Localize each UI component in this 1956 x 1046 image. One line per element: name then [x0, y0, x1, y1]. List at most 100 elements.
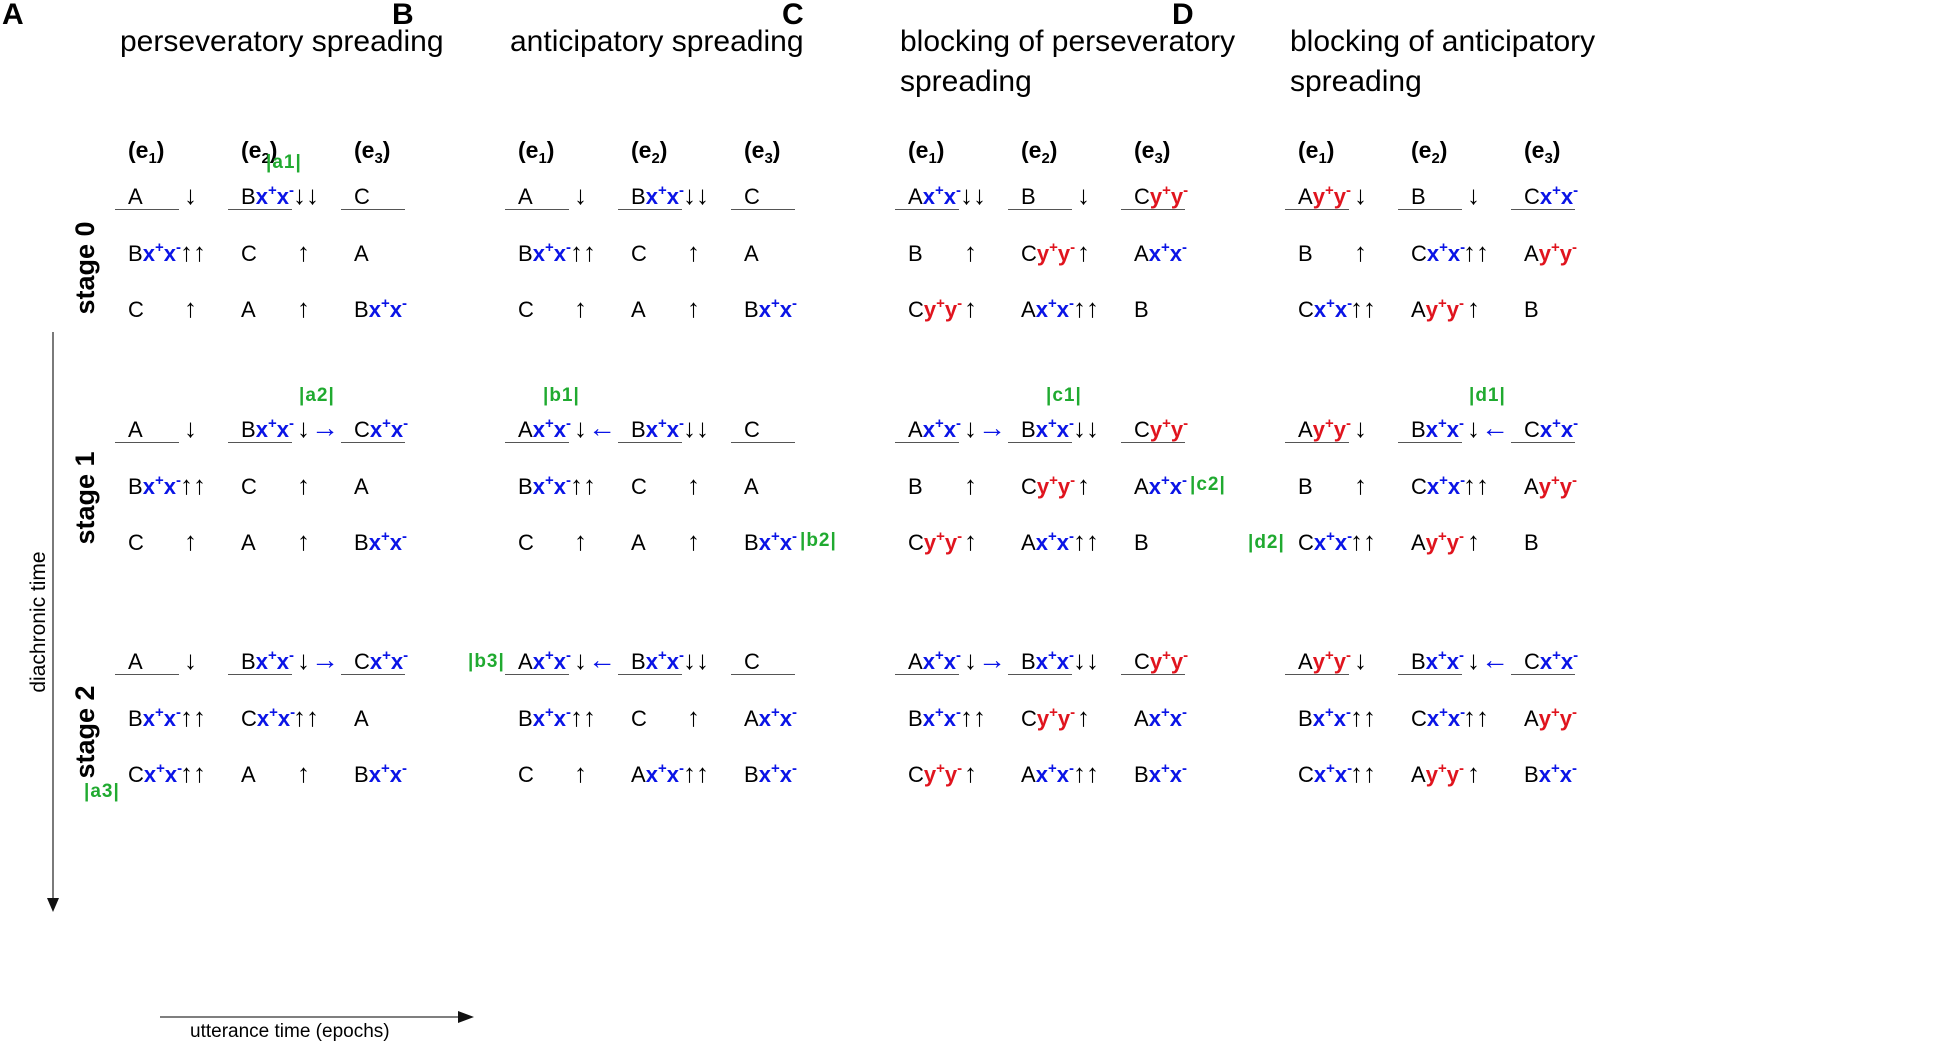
underline [895, 674, 959, 675]
segment-letter: B [1021, 417, 1036, 442]
underline [1008, 442, 1072, 443]
panel-label: B [392, 0, 414, 31]
segment: Ax+x- [744, 705, 797, 731]
segment-letter: A [354, 241, 369, 266]
constraint-arrow: ↑ [687, 237, 700, 267]
constraint-arrow: ↓→ [297, 412, 339, 443]
underline [731, 674, 795, 675]
segment-letter: A [1021, 762, 1036, 787]
segment-letter: A [128, 649, 143, 674]
segment: B [1298, 475, 1313, 499]
segment: Cy+y- [1021, 473, 1075, 499]
segment-letter: B [1021, 184, 1036, 209]
underline [115, 674, 179, 675]
underline [505, 674, 569, 675]
segment-letter: C [1524, 184, 1540, 209]
segment: Ay+y- [1298, 648, 1351, 674]
segment-letter: B [1411, 417, 1426, 442]
constraint-arrow: ↑ [297, 237, 310, 267]
x-feature: x+x- [1035, 760, 1074, 787]
segment: Bx+x- [744, 761, 797, 787]
x-feature: x+x- [645, 182, 684, 209]
underline [618, 209, 682, 210]
underline [1398, 674, 1462, 675]
segment: B [1524, 531, 1539, 555]
segment-letter: A [631, 297, 646, 322]
segment: Ax+x- [908, 183, 961, 209]
segment-letter: A [908, 649, 923, 674]
x-feature: x+x- [142, 472, 181, 499]
segment: Ay+y- [1298, 416, 1351, 442]
y-feature: y+y- [1425, 760, 1464, 787]
segment: B [908, 475, 923, 499]
spread-arrow: → [311, 412, 339, 443]
segment: B [1021, 185, 1036, 209]
constraint-arrow: ↑ [184, 293, 197, 323]
segment-letter: B [1411, 184, 1426, 209]
segment-letter: A [1298, 184, 1313, 209]
segment: Cy+y- [1134, 416, 1188, 442]
constraint-arrow: ↑ [687, 470, 700, 500]
segment: Bx+x- [631, 416, 684, 442]
segment-letter: C [128, 530, 144, 555]
constraint-arrow: ↑↑ [1073, 526, 1099, 556]
constraint-arrow: ↑ [964, 293, 977, 323]
underline [731, 209, 795, 210]
annotation-label: |d2| [1248, 532, 1285, 553]
annotation-label: |c2| [1190, 474, 1226, 495]
segment-letter: B [631, 649, 646, 674]
segment: Cx+x- [1411, 473, 1465, 499]
segment: Cx+x- [1524, 183, 1578, 209]
constraint-arrow: ↑ [1077, 702, 1090, 732]
segment-letter: B [631, 184, 646, 209]
y-feature: y+y- [923, 528, 963, 555]
segment-letter: B [128, 706, 143, 731]
constraint-arrow: ↑↑ [180, 758, 206, 788]
constraint-arrow: ↑↑ [960, 702, 986, 732]
x-feature: x+x- [369, 415, 409, 442]
segment: Ay+y- [1524, 240, 1577, 266]
y-feature: y+y- [1425, 528, 1464, 555]
diachronic-axis-head [47, 898, 59, 912]
segment: B [1134, 298, 1149, 322]
segment: B [908, 242, 923, 266]
segment-letter: C [1524, 649, 1540, 674]
segment: C [744, 418, 760, 442]
underline [228, 674, 292, 675]
constraint-arrow: ↑ [297, 470, 310, 500]
segment: Cx+x- [241, 705, 295, 731]
constraint-arrow: ↑↑ [180, 702, 206, 732]
segment: Ay+y- [1298, 183, 1351, 209]
segment: Cx+x- [1411, 705, 1465, 731]
segment-letter: B [631, 417, 646, 442]
x-feature: x+x- [1313, 528, 1353, 555]
segment: B [1134, 531, 1149, 555]
segment-letter: A [1134, 706, 1149, 731]
x-feature: x+x- [1035, 528, 1074, 555]
y-feature: y+y- [923, 295, 963, 322]
segment: A [241, 531, 256, 555]
segment-letter: B [1524, 530, 1539, 555]
segment-letter: B [1411, 649, 1426, 674]
segment: A [128, 185, 143, 209]
segment-letter: C [354, 649, 370, 674]
constraint-arrow: ↑↑ [1073, 293, 1099, 323]
segment-letter: C [241, 706, 257, 731]
segment-letter: B [128, 241, 143, 266]
segment-letter: A [744, 474, 759, 499]
segment: Cx+x- [354, 415, 409, 442]
underline [228, 442, 292, 443]
segment: C [631, 475, 647, 499]
segment-letter: A [1411, 530, 1426, 555]
segment-letter: C [744, 184, 760, 209]
y-feature: y+y- [923, 760, 963, 787]
y-feature: y+y- [1538, 704, 1577, 731]
constraint-arrow: ↑↑ [1350, 758, 1376, 788]
constraint-arrow: ↑↑ [1463, 702, 1489, 732]
segment-letter: B [908, 706, 923, 731]
annotation-label: |b1| [543, 385, 580, 406]
x-feature: x+x- [368, 760, 407, 787]
segment: Ax+x- [1134, 240, 1187, 266]
constraint-arrow: ↑ [297, 526, 310, 556]
